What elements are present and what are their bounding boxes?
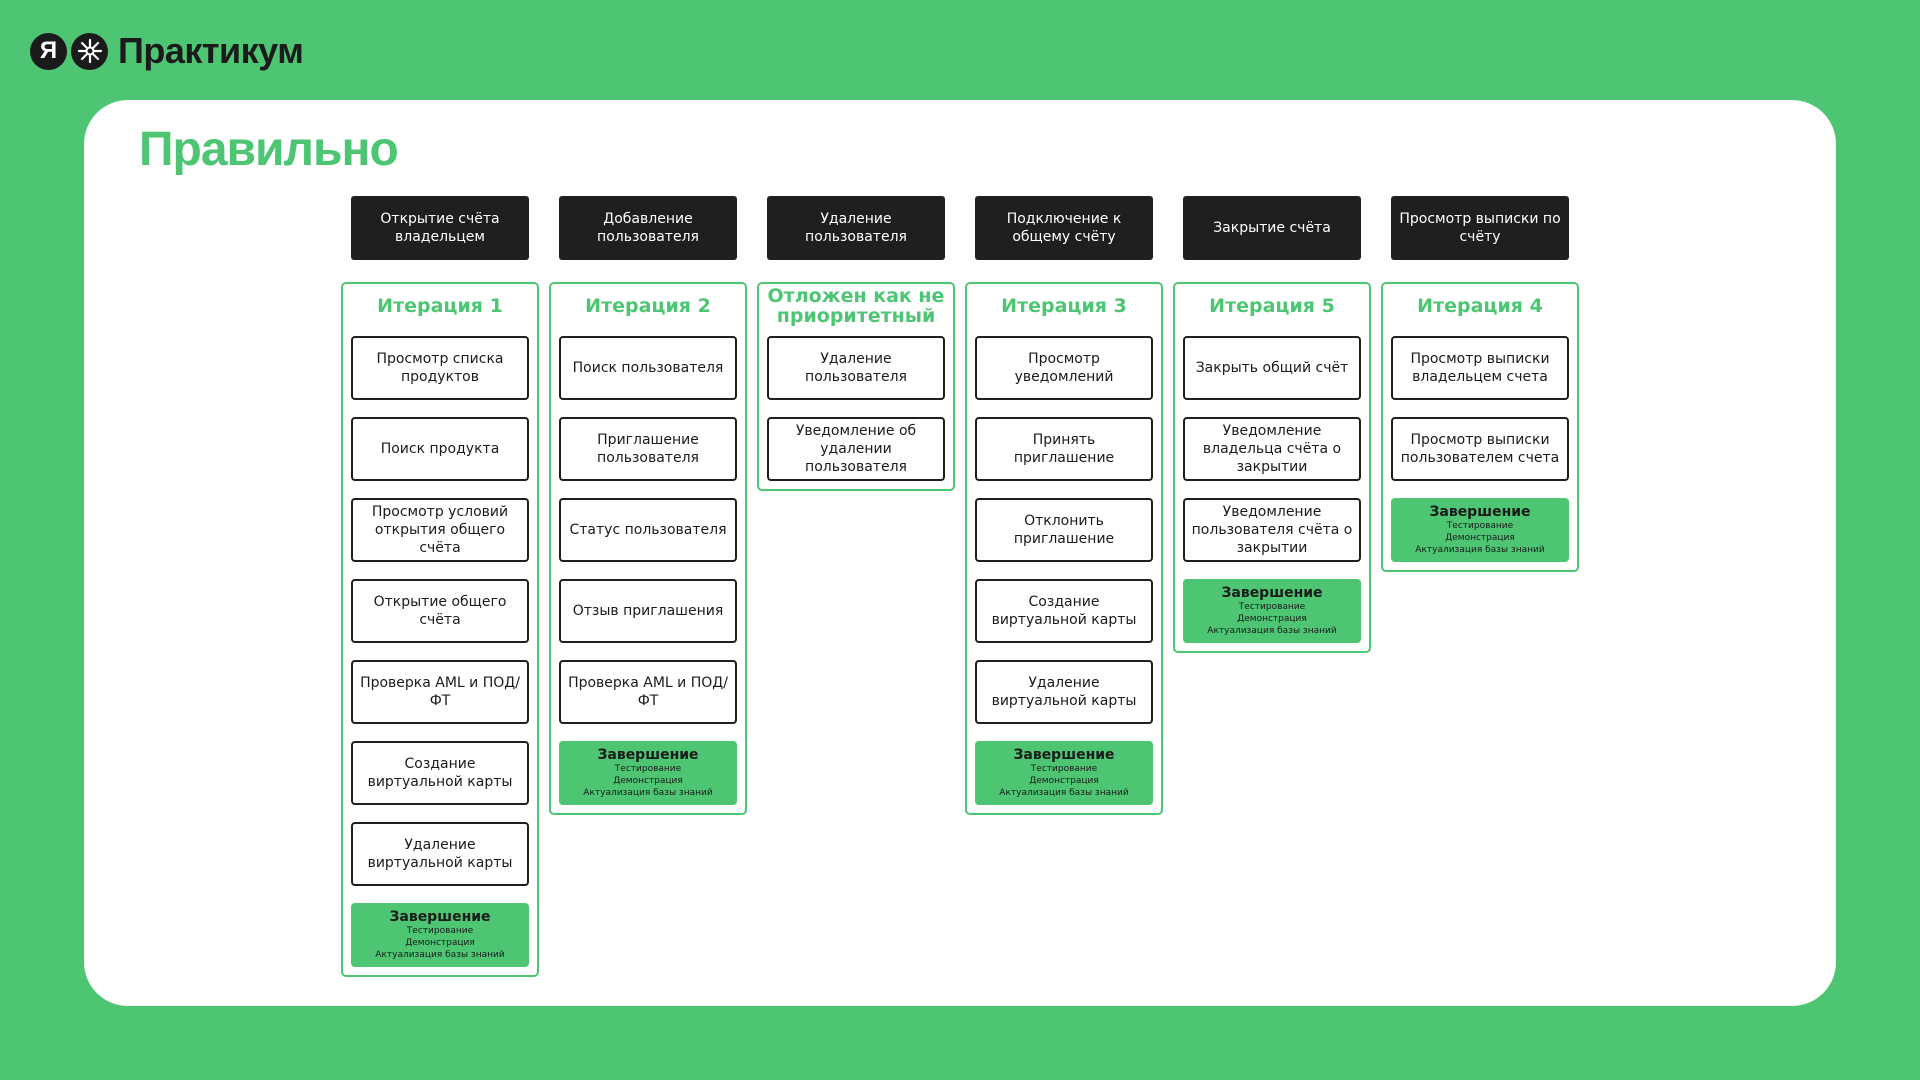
story-card: Поиск пользователя: [559, 336, 737, 400]
completion-step: Тестирование: [1030, 764, 1098, 774]
epic-card: Закрытие счёта: [1183, 196, 1361, 260]
completion-step: Демонстрация: [1029, 776, 1099, 786]
story-card: Просмотр выписки пользователем счета: [1391, 417, 1569, 481]
completion-title: Завершение: [597, 747, 699, 763]
completion-title: Завершение: [1429, 504, 1531, 520]
completion-step: Демонстрация: [1237, 614, 1307, 624]
page-title: Правильно: [139, 123, 399, 176]
completion-title: Завершение: [389, 909, 491, 925]
completion-title: Завершение: [1013, 747, 1115, 763]
story-card: Отзыв приглашения: [559, 579, 737, 643]
story-card: Удаление пользователя: [767, 336, 945, 400]
story-card: Создание виртуальной карты: [351, 741, 529, 805]
completion-step: Тестирование: [1238, 602, 1306, 612]
epic-card: Добавление пользователя: [559, 196, 737, 260]
story-card: Удаление виртуальной карты: [351, 822, 529, 886]
story-card: Открытие общего счёта: [351, 579, 529, 643]
story-card: Проверка AML и ПОД/ФТ: [351, 660, 529, 724]
iteration-title: Отложен как не приоритетный: [767, 285, 945, 327]
iteration-title: Итерация 3: [1001, 295, 1127, 317]
story-card: Приглашение пользователя: [559, 417, 737, 481]
brand-logo: Я Практикум: [30, 30, 304, 72]
epic-card: Удаление пользователя: [767, 196, 945, 260]
completion-step: Демонстрация: [405, 938, 475, 948]
completion-step: Актуализация базы знаний: [375, 950, 505, 960]
completion-step: Тестирование: [1446, 521, 1514, 531]
story-card: Отклонить приглашение: [975, 498, 1153, 562]
story-card: Просмотр уведомлений: [975, 336, 1153, 400]
story-card: Закрыть общий счёт: [1183, 336, 1361, 400]
iteration-title: Итерация 1: [377, 295, 503, 317]
iteration-title: Итерация 5: [1209, 295, 1335, 317]
brand-name: Практикум: [118, 30, 304, 71]
story-card: Просмотр выписки владельцем счета: [1391, 336, 1569, 400]
story-card: Статус пользователя: [559, 498, 737, 562]
completion-step: Актуализация базы знаний: [583, 788, 713, 798]
completion-step: Актуализация базы знаний: [1415, 545, 1545, 555]
completion-step: Тестирование: [614, 764, 682, 774]
yandex-mark-icon: Я: [30, 32, 67, 70]
story-card: Просмотр списка продуктов: [351, 336, 529, 400]
story-card: Просмотр условий открытия общего счёта: [351, 498, 529, 562]
story-card: Поиск продукта: [351, 417, 529, 481]
epic-card: Подключение к общему счёту: [975, 196, 1153, 260]
story-card: Уведомление владельца счёта о закрытии: [1183, 417, 1361, 481]
epic-card: Просмотр выписки по счёту: [1391, 196, 1569, 260]
completion-step: Актуализация базы знаний: [999, 788, 1129, 798]
iteration-title: Итерация 2: [585, 295, 711, 317]
completion-step: Тестирование: [406, 926, 474, 936]
story-card: Создание виртуальной карты: [975, 579, 1153, 643]
practicum-burst-icon: [71, 32, 108, 70]
iteration-group: Итерация 4 Просмотр выписки владельцем сч…: [1381, 282, 1579, 572]
completion-step: Актуализация базы знаний: [1207, 626, 1337, 636]
story-card: Уведомление пользователя счёта о закрыти…: [1183, 498, 1361, 562]
story-card: Удаление виртуальной карты: [975, 660, 1153, 724]
completion-step: Демонстрация: [613, 776, 683, 786]
completion-title: Завершение: [1221, 585, 1323, 601]
epic-card: Открытие счёта владельцем: [351, 196, 529, 260]
iteration-title: Итерация 4: [1417, 295, 1543, 317]
story-card: Проверка AML и ПОД/ФТ: [559, 660, 737, 724]
completion-step: Демонстрация: [1445, 533, 1515, 543]
story-card: Уведомление об удалении пользователя: [767, 417, 945, 481]
story-card: Принять приглашение: [975, 417, 1153, 481]
